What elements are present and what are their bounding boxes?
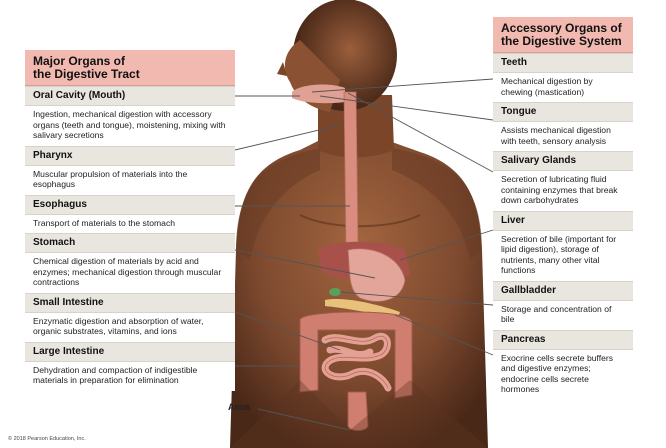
anus-label: Anus [228, 402, 251, 412]
organ-item-salivary-glands: Salivary Glands Secretion of lubricating… [493, 151, 633, 211]
organ-item-tongue: Tongue Assists mechanical digestion with… [493, 102, 633, 151]
accessory-organs-panel: Accessory Organs of the Digestive System… [493, 17, 633, 400]
major-organs-header: Major Organs of the Digestive Tract [25, 50, 235, 86]
organ-description: Storage and concentration of bile [493, 300, 633, 330]
organ-title: Teeth [493, 53, 633, 73]
organ-item-large-intestine: Large Intestine Dehydration and compacti… [25, 341, 235, 391]
organ-description: Transport of materials to the stomach [25, 214, 235, 233]
organ-description: Muscular propulsion of materials into th… [25, 165, 235, 195]
copyright-text: © 2018 Pearson Education, Inc. [8, 436, 86, 442]
organ-item-pharynx: Pharynx Muscular propulsion of materials… [25, 145, 235, 195]
organ-description: Exocrine cells secrete buffers and diges… [493, 349, 633, 400]
organ-item-liver: Liver Secretion of bile (important for l… [493, 210, 633, 281]
accessory-organs-header: Accessory Organs of the Digestive System [493, 17, 633, 53]
organ-title: Pharynx [25, 145, 235, 166]
organ-item-oral-cavity: Oral Cavity (Mouth) Ingestion, mechanica… [25, 86, 235, 146]
organ-title: Salivary Glands [493, 151, 633, 171]
organ-item-gallbladder: Gallbladder Storage and concentration of… [493, 280, 633, 330]
organ-description: Ingestion, mechanical digestion with acc… [25, 106, 235, 146]
organ-description: Chemical digestion of materials by acid … [25, 253, 235, 293]
organ-item-pancreas: Pancreas Exocrine cells secrete buffers … [493, 329, 633, 400]
organ-description: Secretion of bile (important for lipid d… [493, 230, 633, 281]
organ-description: Assists mechanical digestion with teeth,… [493, 122, 633, 151]
leader-lines [234, 78, 494, 431]
organ-title: Pancreas [493, 329, 633, 350]
organ-description: Enzymatic digestion and absorption of wa… [25, 312, 235, 342]
organ-title: Esophagus [25, 194, 235, 215]
organ-title: Liver [493, 210, 633, 231]
organ-item-teeth: Teeth Mechanical digestion by chewing (m… [493, 53, 633, 102]
organ-item-stomach: Stomach Chemical digestion of materials … [25, 233, 235, 293]
organ-title: Oral Cavity (Mouth) [25, 86, 235, 106]
organ-description: Mechanical digestion by chewing (mastica… [493, 73, 633, 102]
organ-title: Stomach [25, 233, 235, 253]
body-silhouette [230, 0, 488, 448]
organ-description: Secretion of lubricating fluid containin… [493, 171, 633, 211]
organ-title: Small Intestine [25, 292, 235, 313]
organ-item-small-intestine: Small Intestine Enzymatic digestion and … [25, 292, 235, 342]
organ-description: Dehydration and compaction of indigestib… [25, 361, 235, 391]
organ-item-esophagus: Esophagus Transport of materials to the … [25, 194, 235, 233]
organ-title: Tongue [493, 102, 633, 122]
major-organs-panel: Major Organs of the Digestive Tract Oral… [25, 50, 235, 391]
digestive-organs [230, 84, 488, 448]
organ-title: Gallbladder [493, 280, 633, 301]
organ-title: Large Intestine [25, 341, 235, 362]
